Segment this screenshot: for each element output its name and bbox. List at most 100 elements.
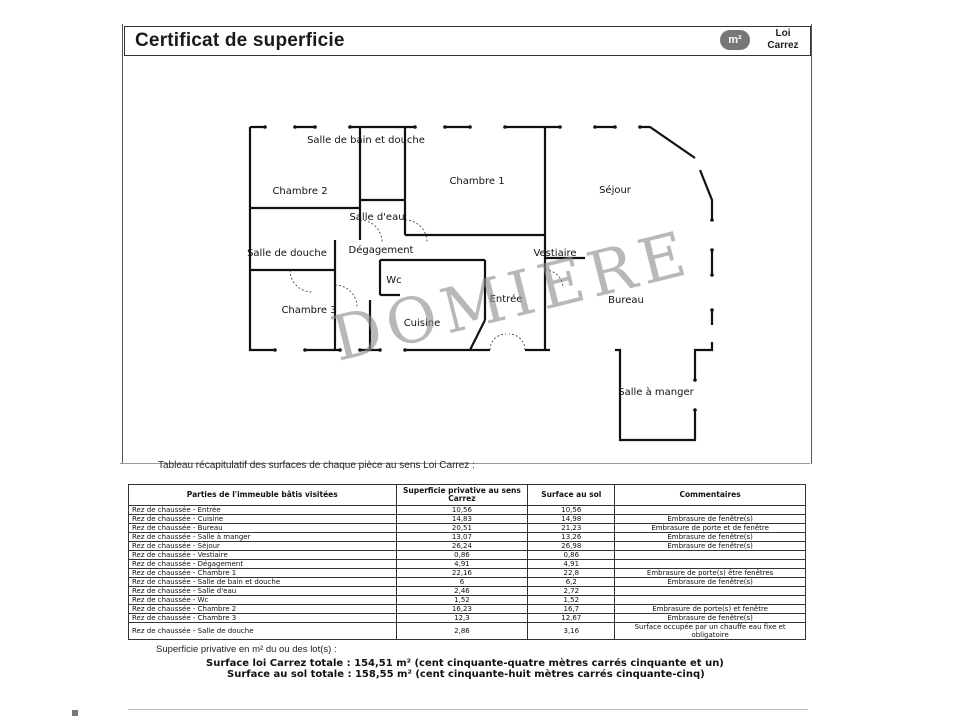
cell-partie: Rez de chaussée - Cuisine [128, 514, 397, 524]
cell-sol: 26,98 [527, 541, 616, 551]
cell-partie: Rez de chaussée - Chambre 3 [128, 613, 397, 623]
cell-carrez: 22,16 [395, 568, 529, 578]
cell-commentaire: Embrasure de porte(s) être fenêtres [614, 568, 806, 578]
cell-commentaire: Embrasure de fenêtre(s) [614, 577, 806, 587]
loi-carrez-label: Loi Carrez [767, 28, 799, 51]
watermark-stamp: DOMIERE [324, 216, 698, 376]
room-salle-deau: Salle d'eau [349, 212, 404, 223]
cell-sol: 6,2 [527, 577, 616, 587]
cell-partie: Rez de chaussée - Entrée [128, 505, 397, 515]
table-row: Rez de chaussée - Salle de bain et douch… [128, 577, 806, 587]
cell-carrez: 10,56 [395, 505, 529, 515]
totals-block: Surface loi Carrez totale : 154,51 m² (c… [206, 658, 724, 680]
room-chambre-3: Chambre 3 [281, 305, 336, 316]
room-salle-a-manger: Salle à manger [618, 386, 694, 398]
surface-table: Parties de l'immeuble bâtis visitées Sup… [128, 484, 806, 640]
table-header-row: Parties de l'immeuble bâtis visitées Sup… [128, 484, 806, 506]
cell-commentaire [614, 559, 806, 569]
cell-carrez: 4,91 [395, 559, 529, 569]
cell-partie: Rez de chaussée - Salle de bain et douch… [128, 577, 397, 587]
cell-commentaire [614, 505, 806, 515]
cell-sol: 2,72 [527, 586, 616, 596]
room-salle-de-douche: Salle de douche [247, 248, 327, 259]
cell-commentaire [614, 595, 806, 605]
cell-sol: 0,86 [527, 550, 616, 560]
document-page [122, 24, 812, 464]
cell-commentaire [614, 550, 806, 560]
floor-plan: Salle de bain et douche Chambre 2 Chambr… [247, 125, 714, 442]
certificate-header: Certificat de superficie m² Loi Carrez [124, 26, 811, 56]
cell-commentaire: Embrasure de porte(s) et fenêtre [614, 604, 806, 614]
table-caption: Tableau récapitulatif des surfaces de ch… [158, 460, 475, 471]
cell-commentaire: Surface occupée par un chauffe eau fixe … [614, 622, 806, 640]
cell-carrez: 2,86 [395, 622, 529, 640]
page-title: Certificat de superficie [135, 30, 345, 51]
cell-partie: Rez de chaussée - Chambre 1 [128, 568, 397, 578]
cell-sol: 1,52 [527, 595, 616, 605]
room-salle-bain-douche: Salle de bain et douche [307, 135, 425, 146]
cell-sol: 21,23 [527, 523, 616, 533]
room-chambre-1: Chambre 1 [449, 176, 504, 187]
cell-carrez: 6 [395, 577, 529, 587]
cell-sol: 13,26 [527, 532, 616, 542]
room-wc: Wc [386, 275, 401, 286]
cell-partie: Rez de chaussée - Salle à manger [128, 532, 397, 542]
m2-badge-icon: m² [720, 30, 750, 50]
corner-mark [72, 710, 78, 716]
cell-commentaire: Embrasure de fenêtre(s) [614, 541, 806, 551]
cell-carrez: 2,46 [395, 586, 529, 596]
cell-carrez: 12,3 [395, 613, 529, 623]
room-entree: Entrée [490, 293, 523, 305]
footer-rule [128, 709, 808, 710]
cell-commentaire: Embrasure de fenêtre(s) [614, 532, 806, 542]
cell-partie: Rez de chaussée - Bureau [128, 523, 397, 533]
cell-sol: 14,98 [527, 514, 616, 524]
room-chambre-2: Chambre 2 [272, 186, 327, 197]
room-vestiaire: Vestiaire [533, 248, 576, 259]
carrez-total: Surface loi Carrez totale : 154,51 m² (c… [206, 658, 724, 669]
cell-sol: 3,16 [527, 622, 616, 640]
cell-partie: Rez de chaussée - Vestiaire [128, 550, 397, 560]
cell-carrez: 0,86 [395, 550, 529, 560]
cell-carrez: 16,23 [395, 604, 529, 614]
room-cuisine: Cuisine [404, 318, 441, 329]
cell-commentaire: Embrasure de porte et de fenêtre [614, 523, 806, 533]
room-degagement: Dégagement [349, 244, 414, 256]
cell-partie: Rez de chaussée - Salle d'eau [128, 586, 397, 596]
cell-sol: 12,67 [527, 613, 616, 623]
cell-sol: 4,91 [527, 559, 616, 569]
cell-partie: Rez de chaussée - Dégagement [128, 559, 397, 569]
cell-partie: Rez de chaussée - Séjour [128, 541, 397, 551]
cell-commentaire: Embrasure de fenêtre(s) [614, 514, 806, 524]
section-divider [120, 463, 810, 464]
sol-total: Surface au sol totale : 158,55 m² (cent … [227, 669, 705, 680]
room-bureau: Bureau [608, 295, 644, 306]
cell-partie: Rez de chaussée - Chambre 2 [128, 604, 397, 614]
cell-sol: 10,56 [527, 505, 616, 515]
window-ticks [263, 125, 714, 412]
cell-partie: Rez de chaussée - Wc [128, 595, 397, 605]
cell-carrez: 13,07 [395, 532, 529, 542]
cell-carrez: 20,51 [395, 523, 529, 533]
col-header-parties: Parties de l'immeuble bâtis visitées [128, 484, 397, 506]
col-header-commentaires: Commentaires [614, 484, 806, 506]
cell-commentaire [614, 586, 806, 596]
cell-carrez: 14,83 [395, 514, 529, 524]
door-swings [289, 219, 564, 351]
room-sejour: Séjour [599, 184, 632, 196]
plan-windows [265, 125, 714, 410]
cell-partie: Rez de chaussée - Salle de douche [128, 622, 397, 640]
cell-carrez: 1,52 [395, 595, 529, 605]
cell-commentaire: Embrasure de fenêtre(s) [614, 613, 806, 623]
cell-sol: 16,7 [527, 604, 616, 614]
